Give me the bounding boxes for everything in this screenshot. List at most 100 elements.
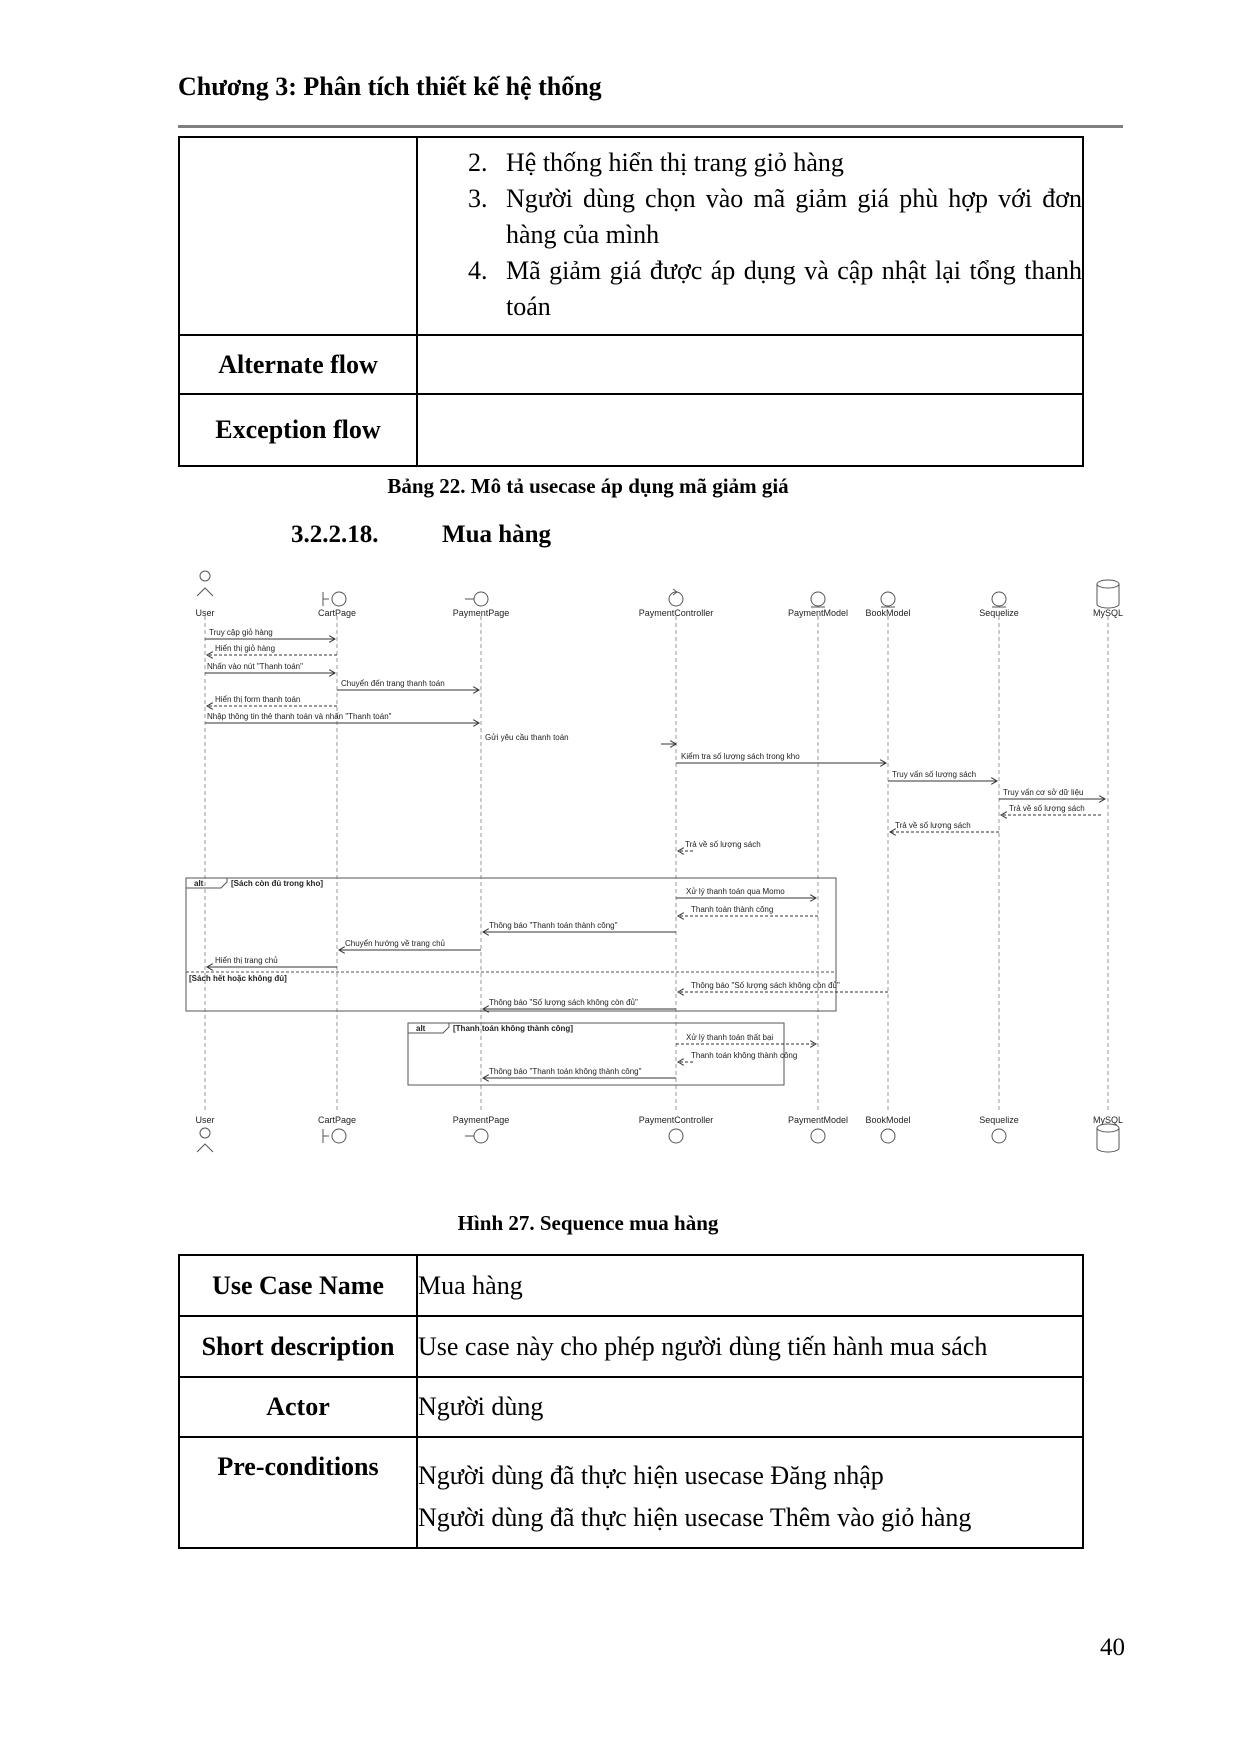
table-row: Exception flow [178, 393, 1084, 467]
value-line: Use case này cho phép người dùng tiến hà… [418, 1331, 988, 1361]
row-value: Mua hàng [416, 1254, 1084, 1317]
section-number: 3.2.2.18. [291, 521, 379, 548]
alternate-flow-value [416, 334, 1084, 395]
list-item: Người dùng chọn vào mã giảm giá phù hợp … [494, 181, 1082, 253]
message-label: Truy vấn cơ sở dữ liệu [1003, 788, 1083, 797]
figure-caption: Hình 27. Sequence mua hàng [457, 1211, 719, 1235]
participant-label: MySQL [1093, 1115, 1123, 1125]
list-item: Mã giảm giá được áp dụng và cập nhật lại… [494, 253, 1082, 325]
value-line: Người dùng đã thực hiện usecase Đăng nhậ… [418, 1460, 884, 1490]
participant-label: PaymentController [639, 608, 714, 618]
participant-label: MySQL [1093, 608, 1123, 618]
exception-flow-label: Exception flow [178, 393, 418, 467]
row-value: Người dùng [416, 1376, 1084, 1438]
value-line: Người dùng [418, 1392, 544, 1421]
control-paymentcontroller-icon [668, 1128, 684, 1144]
actor-user-icon [199, 1127, 211, 1139]
table-row: Use Case Name Mua hàng [178, 1254, 1084, 1317]
message-label: Hiển thị giỏ hàng [215, 644, 275, 653]
participant-label: BookModel [865, 608, 910, 618]
database-mysql-icon [1096, 579, 1120, 609]
participant-label: PaymentController [639, 1115, 714, 1125]
row-label: Use Case Name [178, 1254, 418, 1317]
boundary-cartpage-icon [331, 1128, 347, 1144]
message-label: Truy vấn số lượng sách [892, 770, 976, 779]
value-line: Mua hàng [418, 1270, 523, 1300]
participant-label: User [195, 608, 214, 618]
table-row: Pre-conditions Người dùng đã thực hiện u… [178, 1436, 1084, 1549]
message-label: Trả về số lượng sách [685, 840, 761, 849]
message-label: Trả về số lượng sách [1009, 804, 1085, 813]
table-caption: Bảng 22. Mô tả usecase áp dụng mã giảm g… [387, 474, 789, 498]
message-label: Thanh toán không thành công [691, 1051, 797, 1060]
message-label: Nhập thông tin thẻ thanh toán và nhấn "T… [207, 712, 392, 721]
table-row: Actor Người dùng [178, 1376, 1084, 1438]
alt-guard: [Thanh toán không thành công] [453, 1024, 573, 1033]
exception-flow-value [416, 393, 1084, 467]
alt-frame [185, 877, 837, 1012]
participant-label: PaymentPage [453, 608, 510, 618]
header-rule [178, 125, 1123, 128]
database-mysql-icon [1096, 1123, 1120, 1153]
participant-label: CartPage [318, 1115, 356, 1125]
value-line: Người dùng đã thực hiện usecase Thêm vào… [418, 1502, 972, 1532]
alt-else-guard: [Sách hết hoặc không đủ] [189, 974, 287, 983]
alt-keyword: alt [416, 1024, 426, 1033]
sequence-diagram: User CartPage PaymentPage PaymentControl… [185, 570, 1123, 1153]
entity-bookmodel-icon [880, 591, 896, 607]
row-label: Short description [178, 1315, 418, 1378]
message-label: Xử lý thanh toán qua Momo [686, 887, 785, 896]
alternate-flow-label: Alternate flow [178, 334, 418, 395]
message-label: Thông báo "Số lượng sách không còn đủ" [489, 998, 638, 1007]
participant-label: PaymentPage [453, 1115, 510, 1125]
message-label: Gửi yêu cầu thanh toán [485, 733, 569, 742]
participant-label: PaymentModel [788, 1115, 848, 1125]
boundary-cartpage-icon [331, 591, 347, 607]
entity-bookmodel-icon [880, 1128, 896, 1144]
chapter-title: Chương 3: Phân tích thiết kế hệ thống [178, 72, 602, 101]
alt-keyword: alt [194, 879, 204, 888]
message-label: Thông báo "Thanh toán thành công" [489, 921, 618, 930]
entity-paymentmodel-icon [810, 1128, 826, 1144]
entity-sequelize-icon [991, 591, 1007, 607]
table-cell-empty [178, 136, 418, 336]
message-label: Hiển thị trang chủ [215, 956, 278, 965]
usecase-table: Use Case Name Mua hàng Short description… [178, 1254, 1084, 1549]
main-flow-steps: Hệ thống hiển thị trang giỏ hàng Người d… [418, 145, 1082, 325]
usecase-table-previous: Hệ thống hiển thị trang giỏ hàng Người d… [178, 136, 1084, 467]
participant-label: Sequelize [979, 1115, 1019, 1125]
entity-sequelize-icon [991, 1128, 1007, 1144]
message-label: Truy cập giỏ hàng [209, 628, 273, 637]
row-value: Người dùng đã thực hiện usecase Đăng nhậ… [416, 1436, 1084, 1549]
message-label: Hiển thị form thanh toán [215, 695, 300, 704]
message-label: Kiểm tra số lượng sách trong kho [681, 752, 800, 761]
main-flow-cell: Hệ thống hiển thị trang giỏ hàng Người d… [416, 136, 1084, 336]
row-value: Use case này cho phép người dùng tiến hà… [416, 1315, 1084, 1378]
participant-label: CartPage [318, 608, 356, 618]
message-label: Trả về số lượng sách [895, 821, 971, 830]
entity-paymentmodel-icon [810, 591, 826, 607]
section-title: Mua hàng [442, 521, 552, 548]
table-row: Alternate flow [178, 334, 1084, 395]
table-row: Hệ thống hiển thị trang giỏ hàng Người d… [178, 136, 1084, 336]
actor-user-icon [199, 570, 211, 582]
row-label: Actor [178, 1376, 418, 1438]
alt-frame [407, 1022, 785, 1086]
message-label: Chuyển hướng về trang chủ [345, 939, 445, 948]
alt-guard: [Sách còn đủ trong kho] [231, 879, 323, 888]
page-number: 40 [1100, 1634, 1125, 1661]
boundary-paymentpage-icon [473, 591, 489, 607]
boundary-paymentpage-icon [473, 1128, 489, 1144]
participant-label: User [195, 1115, 214, 1125]
table-row: Short description Use case này cho phép … [178, 1315, 1084, 1378]
participant-label: Sequelize [979, 608, 1019, 618]
message-label: Chuyển đến trang thanh toán [341, 679, 445, 688]
list-item: Hệ thống hiển thị trang giỏ hàng [494, 145, 1082, 181]
participant-label: PaymentModel [788, 608, 848, 618]
control-paymentcontroller-icon [668, 591, 684, 607]
message-label: Thông báo "Số lượng sách không còn đủ" [691, 981, 840, 990]
message-label: Xử lý thanh toán thất bại [686, 1033, 773, 1042]
message-label: Nhấn vào nút "Thanh toán" [207, 662, 303, 671]
message-label: Thông báo "Thanh toán không thành công" [489, 1067, 642, 1076]
participant-label: BookModel [865, 1115, 910, 1125]
